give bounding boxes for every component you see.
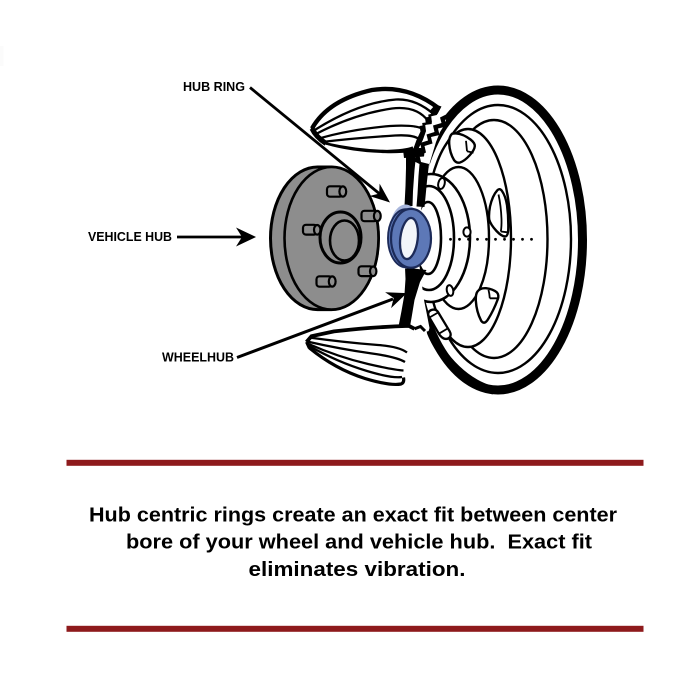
svg-text:Hub centric rings create an ex: Hub centric rings create an exact fit be… bbox=[89, 504, 617, 527]
svg-text:HUB RING: HUB RING bbox=[183, 79, 245, 94]
svg-text:eliminates vibration.: eliminates vibration. bbox=[249, 558, 466, 581]
svg-text:WHEELHUB: WHEELHUB bbox=[162, 350, 234, 365]
svg-text:VEHICLE HUB: VEHICLE HUB bbox=[88, 229, 172, 244]
svg-text:bore of your wheel and vehicle: bore of your wheel and vehicle hub. Exac… bbox=[126, 531, 592, 554]
